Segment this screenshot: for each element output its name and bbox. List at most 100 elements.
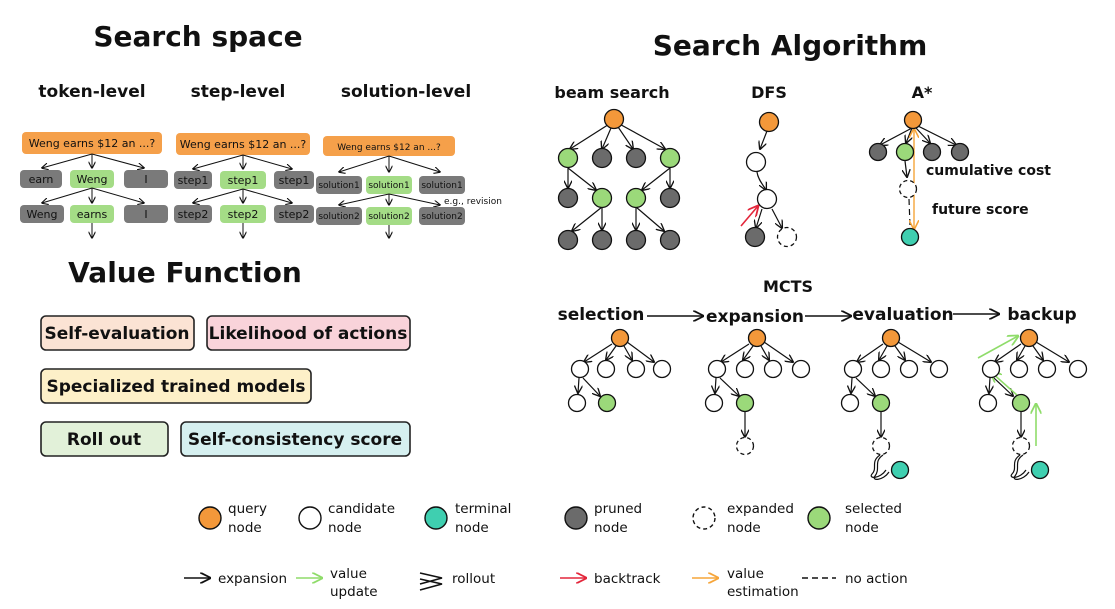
terminal-node — [900, 227, 920, 247]
expanded-node — [735, 436, 755, 456]
step-level-title: step-level — [191, 82, 286, 102]
pruned-node — [625, 147, 647, 169]
token-box — [124, 170, 168, 188]
expanded-node — [898, 179, 918, 199]
legend-label: node — [727, 520, 761, 536]
token-text: I — [144, 208, 147, 221]
token-box — [70, 205, 114, 223]
query-node — [747, 328, 767, 348]
pruned-node — [659, 187, 681, 209]
query-node — [1019, 328, 1039, 348]
legend-rollout-icon — [419, 572, 443, 591]
pruned-node — [922, 142, 942, 162]
candidate-node — [871, 359, 891, 379]
dfs-tree: DFS — [740, 83, 798, 248]
legend-label: node — [228, 520, 262, 536]
revision-note: e.g., revision — [444, 197, 502, 207]
legend-label: node — [455, 520, 489, 536]
candidate-node — [1037, 359, 1057, 379]
candidate-node — [570, 359, 590, 379]
legend-label: expanded — [727, 501, 794, 517]
step-box — [174, 205, 212, 223]
solution-box — [316, 176, 362, 194]
candidate-node — [652, 359, 672, 379]
solution-text: solution1 — [368, 181, 409, 191]
candidate-node — [981, 359, 1001, 379]
step-text: step1 — [178, 174, 209, 187]
value-item-box — [40, 315, 195, 351]
terminal-node — [890, 460, 910, 480]
mcts-stage-selection: selection — [558, 305, 645, 325]
solution-box — [316, 207, 362, 225]
candidate-node — [763, 359, 783, 379]
pruned-node — [659, 229, 681, 251]
selected-node — [557, 147, 579, 169]
mcts-title: MCTS — [763, 277, 813, 296]
selected-node — [659, 147, 681, 169]
astar-title: A* — [912, 83, 933, 102]
legend-terminal-icon — [424, 506, 448, 530]
mcts-backup-tree — [977, 328, 1088, 480]
value-item-box — [180, 421, 411, 457]
solution-text: solution2 — [368, 212, 409, 222]
expanded-node — [871, 436, 891, 456]
step-text: step2 — [178, 208, 209, 221]
mcts-stage-expansion: expansion — [706, 307, 804, 327]
candidate-node — [929, 359, 949, 379]
candidate-node — [745, 151, 767, 173]
step-box — [220, 171, 266, 189]
solution-box — [419, 176, 465, 194]
query-text: Weng earns $12 an ...? — [29, 137, 156, 150]
candidate-node — [596, 359, 616, 379]
query-node — [603, 108, 625, 130]
pruned-node — [868, 142, 888, 162]
expanded-node — [1011, 436, 1031, 456]
mcts-diagram: MCTS selection expansion evaluation back… — [558, 277, 1088, 480]
candidate-node — [791, 359, 811, 379]
solution-text: solution2 — [318, 212, 359, 222]
step-box — [274, 171, 314, 189]
pruned-node — [950, 142, 970, 162]
value-item-label: Specialized trained models — [46, 377, 305, 397]
solution-text: solution1 — [421, 181, 462, 191]
selected-node — [625, 187, 647, 209]
value-item-label: Likelihood of actions — [209, 324, 408, 344]
expanded-node — [776, 226, 798, 248]
query-text: Weng earns $12 an ...? — [180, 138, 307, 151]
mcts-evaluation-tree — [840, 328, 949, 480]
token-level-title: token-level — [38, 82, 145, 102]
legend-expanded-icon — [692, 506, 716, 530]
query-box — [323, 136, 455, 156]
step-level-tree: step-level Weng earns $12 an ...? step1 … — [174, 82, 314, 238]
candidate-node — [704, 393, 724, 413]
candidate-node — [1009, 359, 1029, 379]
future-score-label: future score — [932, 202, 1029, 218]
mcts-selection-tree — [567, 328, 672, 413]
pruned-node — [744, 226, 766, 248]
value-function-list: Self-evaluation Likelihood of actions Sp… — [40, 315, 411, 457]
mcts-expansion-tree — [704, 328, 811, 456]
legend-label: estimation — [727, 584, 799, 600]
query-node — [881, 328, 901, 348]
value-item-label: Self-consistency score — [188, 430, 402, 450]
legend-label: node — [594, 520, 628, 536]
value-item-box — [206, 315, 411, 351]
query-box — [176, 133, 310, 155]
selected-node — [871, 393, 891, 413]
candidate-node — [899, 359, 919, 379]
step-box — [274, 205, 314, 223]
candidate-node — [1068, 359, 1088, 379]
value-item-label: Self-evaluation — [45, 324, 190, 344]
cumulative-cost-label: cumulative cost — [926, 163, 1051, 179]
search-algorithm-title: Search Algorithm — [653, 29, 928, 62]
pruned-node — [557, 187, 579, 209]
mcts-stage-evaluation: evaluation — [852, 305, 953, 325]
legend-label: value — [330, 566, 367, 582]
token-text: earns — [77, 208, 108, 221]
astar-tree: A* cumulative cost future score — [868, 83, 1051, 247]
solution-text: solution2 — [421, 212, 462, 222]
legend-label: update — [330, 584, 378, 600]
candidate-node — [843, 359, 863, 379]
legend-label: no action — [845, 571, 908, 587]
query-box — [22, 132, 162, 154]
